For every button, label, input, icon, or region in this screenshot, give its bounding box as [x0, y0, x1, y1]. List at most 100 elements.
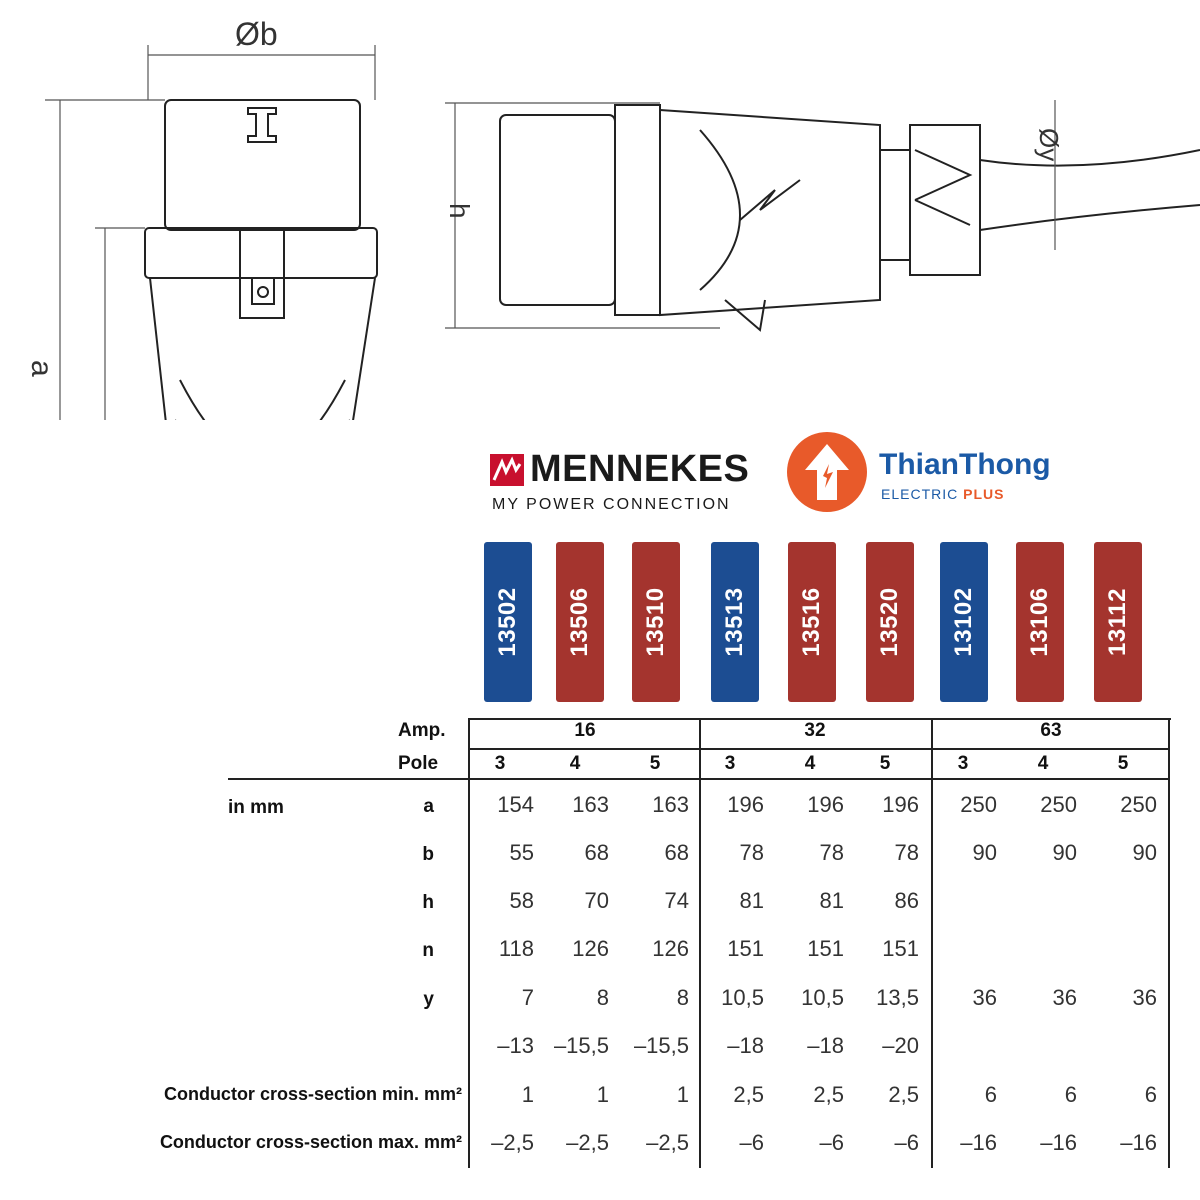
table-cell: 1: [676, 1082, 689, 1107]
product-code-badge: 13516: [788, 542, 836, 702]
table-cell: 151: [807, 936, 844, 961]
product-code: 13106: [1026, 587, 1053, 657]
pole-value: 4: [569, 753, 581, 774]
thianthong-name: ThianThong: [879, 448, 1051, 481]
product-code-badge: 13510: [632, 542, 680, 702]
table-cell: 6: [984, 1082, 997, 1107]
row-label: a: [423, 796, 434, 817]
table-cell: 126: [572, 936, 609, 961]
row-label: Conductor cross-section min. mm²: [163, 1084, 462, 1104]
table-cell: 36: [1052, 985, 1077, 1010]
product-code: 13513: [721, 587, 748, 657]
table-cell: 78: [894, 840, 919, 865]
table-cell: 90: [1052, 840, 1077, 865]
label-a: a: [25, 360, 58, 377]
pole-value: 3: [957, 753, 969, 774]
table-cell: –16: [1040, 1130, 1077, 1155]
table-cell: 68: [584, 840, 609, 865]
product-code-badge: 13502: [484, 542, 532, 702]
row-label: y: [423, 989, 434, 1010]
table-cell: –6: [894, 1130, 919, 1155]
table-cell: 163: [572, 792, 609, 817]
mennekes-brand: MENNEKES MY POWER CONNECTION: [490, 448, 749, 518]
table-cell: 74: [664, 888, 689, 913]
unit-label: in mm: [228, 797, 284, 818]
product-code-badge: 13513: [711, 542, 759, 702]
product-code-badge: 13520: [866, 542, 914, 702]
table-cell: –20: [882, 1033, 919, 1058]
amp-group: 16: [574, 720, 596, 741]
product-code-badge: 13112: [1094, 542, 1142, 702]
table-cell: 118: [498, 936, 534, 961]
amp-group: 63: [1040, 720, 1062, 741]
row-label: n: [422, 940, 434, 961]
product-code: 13112: [1104, 588, 1131, 656]
table-cell: –15,5: [553, 1033, 609, 1058]
table-cell: 90: [972, 840, 997, 865]
mennekes-name: MENNEKES: [530, 448, 750, 490]
column-divider-end: [1168, 718, 1170, 1168]
pole-value: 3: [724, 753, 736, 774]
product-code: 13520: [876, 587, 903, 657]
pole-value: 5: [879, 753, 891, 774]
table-cell: 2,5: [733, 1082, 764, 1107]
table-cell: 6: [1144, 1082, 1157, 1107]
table-cell: –13: [497, 1033, 534, 1058]
table-cell: 78: [819, 840, 844, 865]
table-cell: –16: [960, 1130, 997, 1155]
table-cell: 10,5: [721, 985, 764, 1010]
thianthong-subtitle: ELECTRIC PLUS: [881, 486, 1005, 502]
table-cell: 8: [596, 985, 609, 1010]
pole-label: Pole: [398, 753, 439, 774]
table-cell: 2,5: [888, 1082, 919, 1107]
table-cell: 154: [497, 792, 534, 817]
row-label: h: [422, 892, 434, 913]
table-cell: 68: [664, 840, 689, 865]
table-cell: 151: [727, 936, 764, 961]
table-cell: 86: [894, 888, 919, 913]
table-cell: –15,5: [633, 1033, 689, 1058]
table-cell: 196: [882, 792, 919, 817]
mennekes-logo-icon: [490, 454, 524, 486]
row-label: b: [422, 844, 434, 865]
table-cell: 13,5: [876, 985, 919, 1010]
technical-drawing: Øb a n h Øy: [25, 16, 1200, 420]
table-cell: 36: [972, 985, 997, 1010]
pole-value: 5: [649, 753, 661, 774]
mennekes-tagline: MY POWER CONNECTION: [492, 496, 731, 513]
product-code: 13510: [642, 587, 669, 657]
table-cell: 36: [1132, 985, 1157, 1010]
table-cell: –16: [1120, 1130, 1157, 1155]
pole-value: 4: [804, 753, 816, 774]
pole-value: 3: [494, 753, 506, 774]
table-cell: 8: [676, 985, 689, 1010]
product-code-badge: 13106: [1016, 542, 1064, 702]
product-code: 13506: [566, 587, 593, 657]
table-cell: –18: [807, 1033, 844, 1058]
table-cell: –6: [819, 1130, 844, 1155]
table-cell: 81: [819, 888, 844, 913]
table-cell: 126: [652, 936, 689, 961]
product-code-badge: 13102: [940, 542, 988, 702]
table-cell: 6: [1064, 1082, 1077, 1107]
label-h: h: [444, 203, 475, 219]
table-cell: 1: [596, 1082, 609, 1107]
table-cell: 7: [521, 985, 534, 1010]
table-cell: –2,5: [646, 1130, 689, 1155]
header-rule-amp: [468, 748, 1168, 750]
table-cell: –2,5: [491, 1130, 534, 1155]
table-cell: 250: [960, 792, 997, 817]
amp-label: Amp.: [398, 720, 446, 741]
pole-value: 5: [1117, 753, 1129, 774]
table-cell: –2,5: [566, 1130, 609, 1155]
label-phi-b: Øb: [235, 16, 278, 52]
product-code-badge: 13506: [556, 542, 604, 702]
table-cell: 1: [521, 1082, 534, 1107]
table-cell: 151: [882, 936, 919, 961]
table-cell: 196: [727, 792, 764, 817]
product-code: 13102: [950, 587, 977, 657]
table-cell: –6: [739, 1130, 764, 1155]
thianthong-logo-icon: [787, 432, 867, 512]
table-cell: 10,5: [801, 985, 844, 1010]
